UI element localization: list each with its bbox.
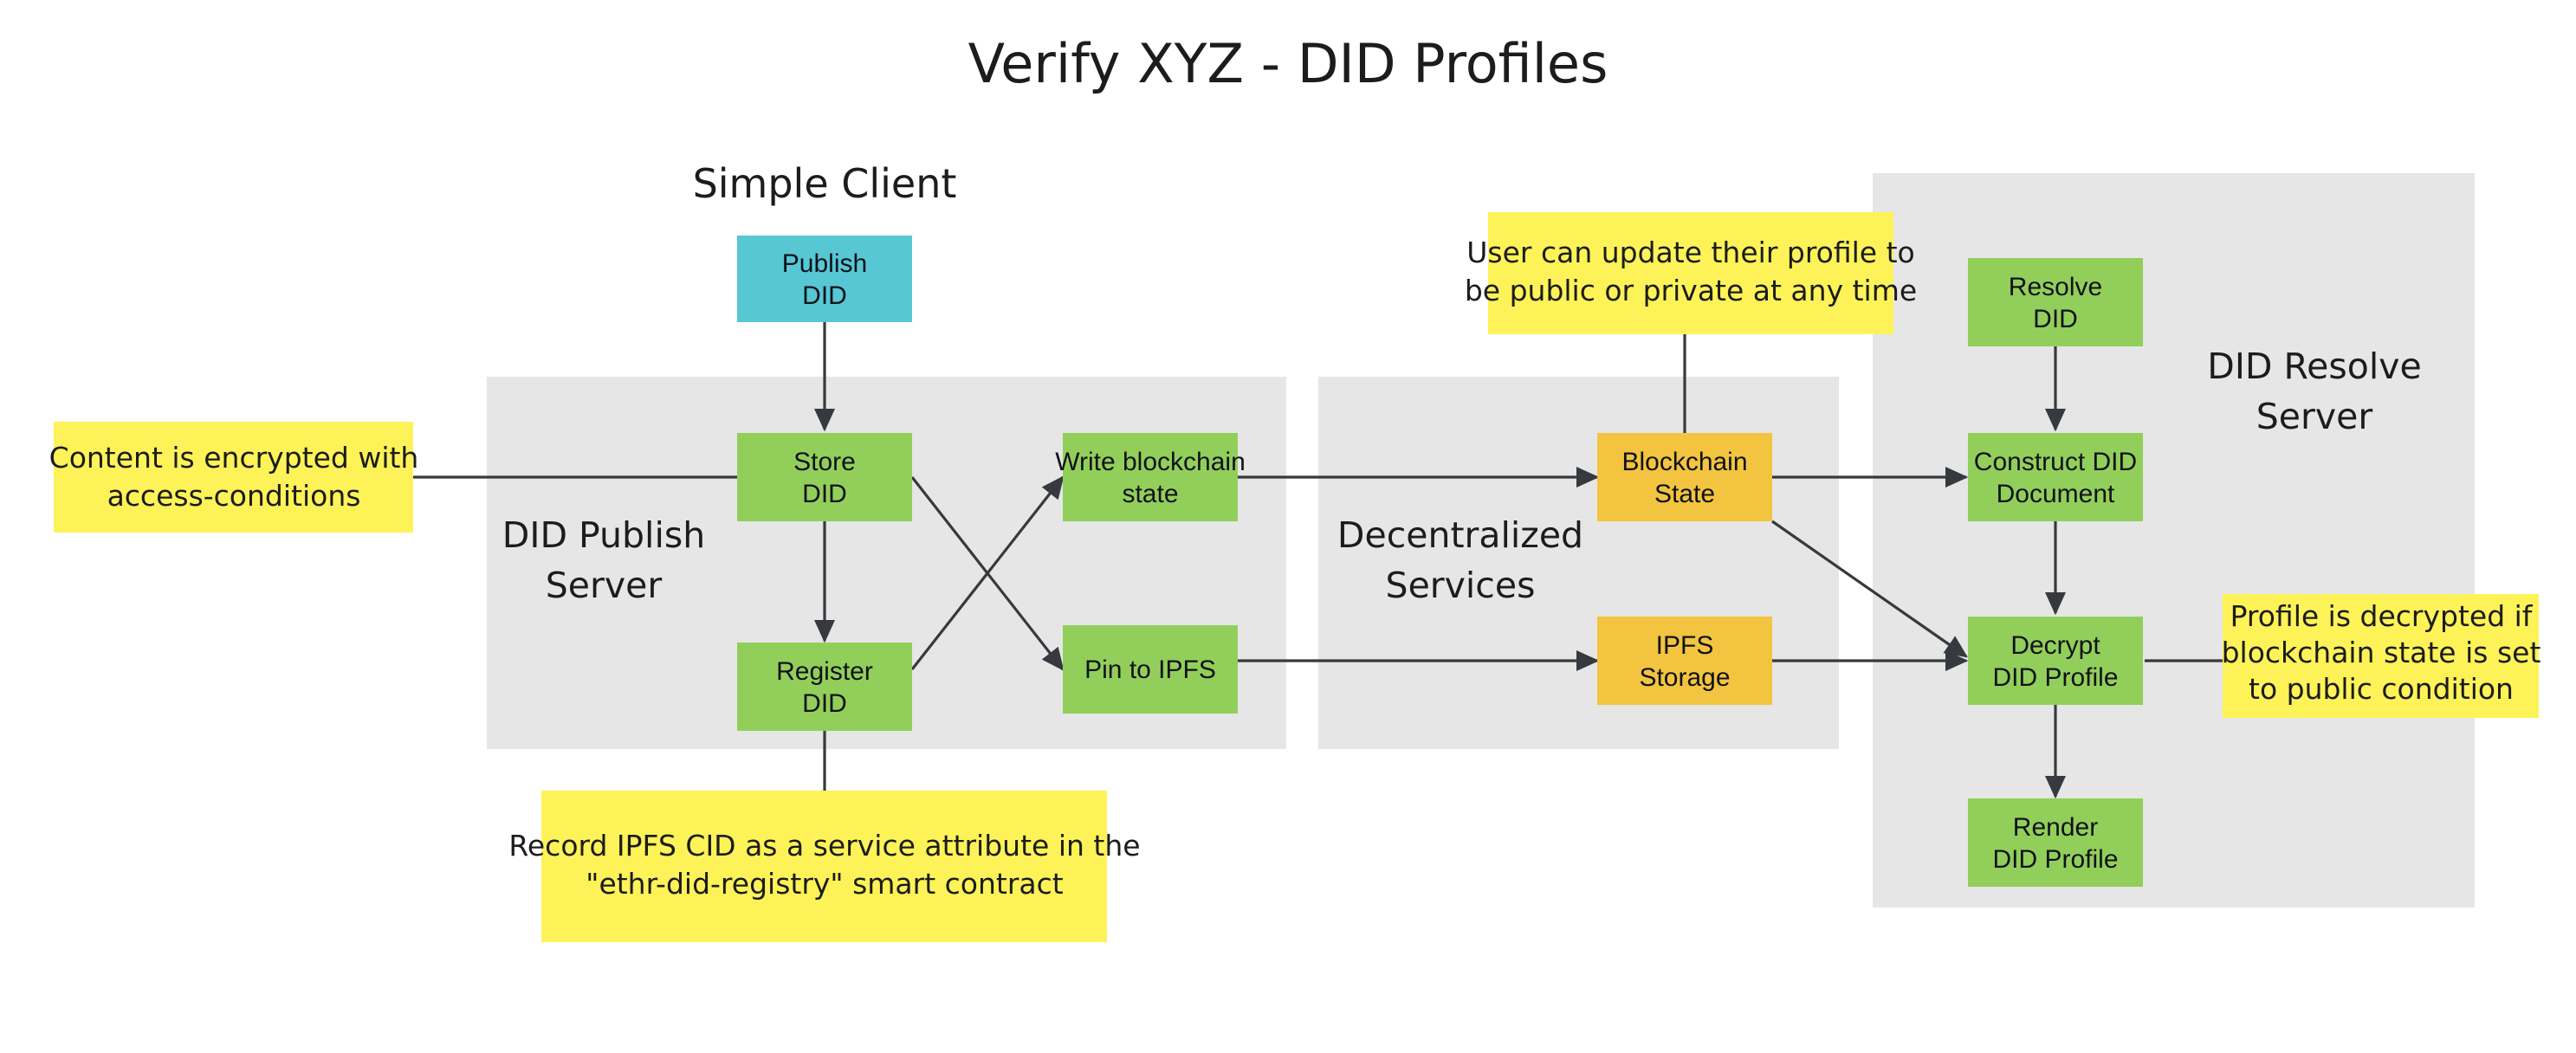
node-publish-did-line1: Publish <box>782 249 867 278</box>
node-store-did-line1: Store <box>793 448 856 476</box>
node-register-did-line2: DID <box>802 689 847 718</box>
node-render-did-profile-line1: Render <box>2013 813 2098 842</box>
node-write-blockchain-state[interactable]: Write blockchain state <box>1055 433 1246 521</box>
node-construct-did-document-line1: Construct DID <box>1974 448 2137 476</box>
node-decrypt-did-profile-line1: Decrypt <box>2010 631 2100 660</box>
note-content-encrypted[interactable]: Content is encrypted with access-conditi… <box>49 422 419 533</box>
node-store-did[interactable]: Store DID <box>737 433 912 521</box>
note-profile-decrypted[interactable]: Profile is decrypted if blockchain state… <box>2222 594 2541 718</box>
cluster-label-decentralized-services-line2: Services <box>1386 565 1536 606</box>
node-pin-to-ipfs[interactable]: Pin to IPFS <box>1063 625 1238 714</box>
note-user-update-profile-line2: be public or private at any time <box>1465 274 1917 307</box>
node-publish-did-line2: DID <box>802 281 847 310</box>
node-register-did[interactable]: Register DID <box>737 643 912 731</box>
note-record-ipfs-cid[interactable]: Record IPFS CID as a service attribute i… <box>508 791 1141 942</box>
note-profile-decrypted-line2: blockchain state is set <box>2222 636 2541 669</box>
cluster-did-resolve-server <box>1873 173 2475 908</box>
node-blockchain-state[interactable]: Blockchain State <box>1597 433 1772 521</box>
group-label-simple-client: Simple Client <box>693 160 957 207</box>
node-ipfs-storage[interactable]: IPFS Storage <box>1597 617 1772 705</box>
node-construct-did-document[interactable]: Construct DID Document <box>1968 433 2143 521</box>
cluster-label-did-resolve-server-line1: DID Resolve <box>2207 346 2421 387</box>
note-user-update-profile[interactable]: User can update their profile to be publ… <box>1465 212 1917 334</box>
node-resolve-did-line2: DID <box>2033 305 2078 333</box>
node-write-blockchain-state-line1: Write blockchain <box>1055 448 1246 476</box>
note-profile-decrypted-line3: to public condition <box>2249 672 2514 706</box>
node-register-did-line1: Register <box>776 657 873 686</box>
note-content-encrypted-line1: Content is encrypted with <box>49 441 419 475</box>
cluster-label-did-publish-server-line2: Server <box>546 565 663 606</box>
note-user-update-profile-line1: User can update their profile to <box>1466 236 1914 269</box>
node-blockchain-state-line2: State <box>1654 480 1715 508</box>
node-ipfs-storage-line1: IPFS <box>1656 631 1714 660</box>
node-render-did-profile[interactable]: Render DID Profile <box>1968 798 2143 887</box>
node-pin-to-ipfs-line1: Pin to IPFS <box>1084 656 1216 684</box>
node-write-blockchain-state-line2: state <box>1122 480 1178 508</box>
node-decrypt-did-profile[interactable]: Decrypt DID Profile <box>1968 617 2143 705</box>
node-ipfs-storage-line2: Storage <box>1639 663 1730 692</box>
node-publish-did[interactable]: Publish DID <box>737 236 912 322</box>
node-decrypt-did-profile-line2: DID Profile <box>1992 663 2118 692</box>
note-record-ipfs-cid-line2: "ethr-did-registry" smart contract <box>586 867 1064 901</box>
node-resolve-did-line1: Resolve <box>2009 273 2102 301</box>
cluster-label-did-publish-server-line1: DID Publish <box>502 514 705 556</box>
cluster-label-decentralized-services-line1: Decentralized <box>1337 514 1583 556</box>
node-resolve-did[interactable]: Resolve DID <box>1968 258 2143 346</box>
cluster-label-did-resolve-server-line2: Server <box>2256 396 2373 437</box>
node-render-did-profile-line2: DID Profile <box>1992 845 2118 874</box>
note-profile-decrypted-line1: Profile is decrypted if <box>2230 599 2534 633</box>
edge-blockchain-state-to-decrypt-did-profile <box>1771 520 1968 658</box>
node-blockchain-state-line1: Blockchain <box>1621 448 1747 476</box>
node-construct-did-document-line2: Document <box>1997 480 2115 508</box>
node-store-did-line2: DID <box>802 480 847 508</box>
note-record-ipfs-cid-line1: Record IPFS CID as a service attribute i… <box>508 829 1140 862</box>
page-title: Verify XYZ - DID Profiles <box>968 32 1608 95</box>
edge-register-did-to-write-blockchain-state <box>910 475 1065 670</box>
note-content-encrypted-line2: access-conditions <box>107 479 361 513</box>
